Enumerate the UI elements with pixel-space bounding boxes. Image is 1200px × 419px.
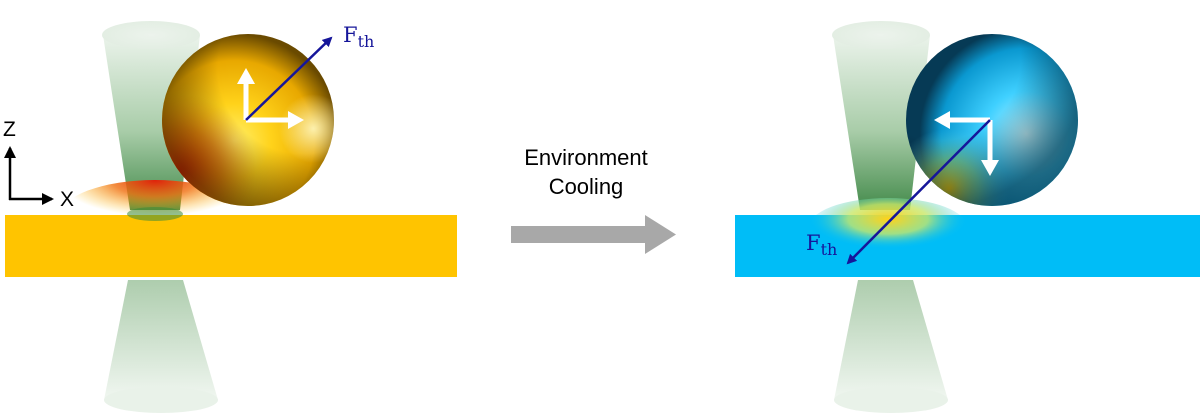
transition-label-line1: Environment (524, 145, 648, 170)
left-substrate-film (5, 180, 457, 277)
left-panel: Fth (5, 21, 457, 413)
left-displacement-arrows (237, 68, 304, 129)
z-axis-label: Z (3, 118, 16, 141)
right-panel: Fth (735, 21, 1200, 413)
transition: Environment Cooling (511, 145, 676, 254)
right-thermal-force-arrow (846, 119, 991, 265)
right-displacement-arrows (934, 111, 999, 176)
coordinate-axes: Z X (3, 118, 74, 211)
right-substrate-film (735, 198, 1200, 277)
transition-label-line2: Cooling (549, 174, 624, 199)
transition-arrow (511, 215, 676, 254)
right-laser-beam (832, 21, 948, 413)
right-film-hotspot (808, 198, 968, 258)
left-force-label: Fth (343, 23, 374, 51)
right-force-label: Fth (806, 231, 837, 259)
left-thermal-force-arrow (245, 36, 333, 121)
